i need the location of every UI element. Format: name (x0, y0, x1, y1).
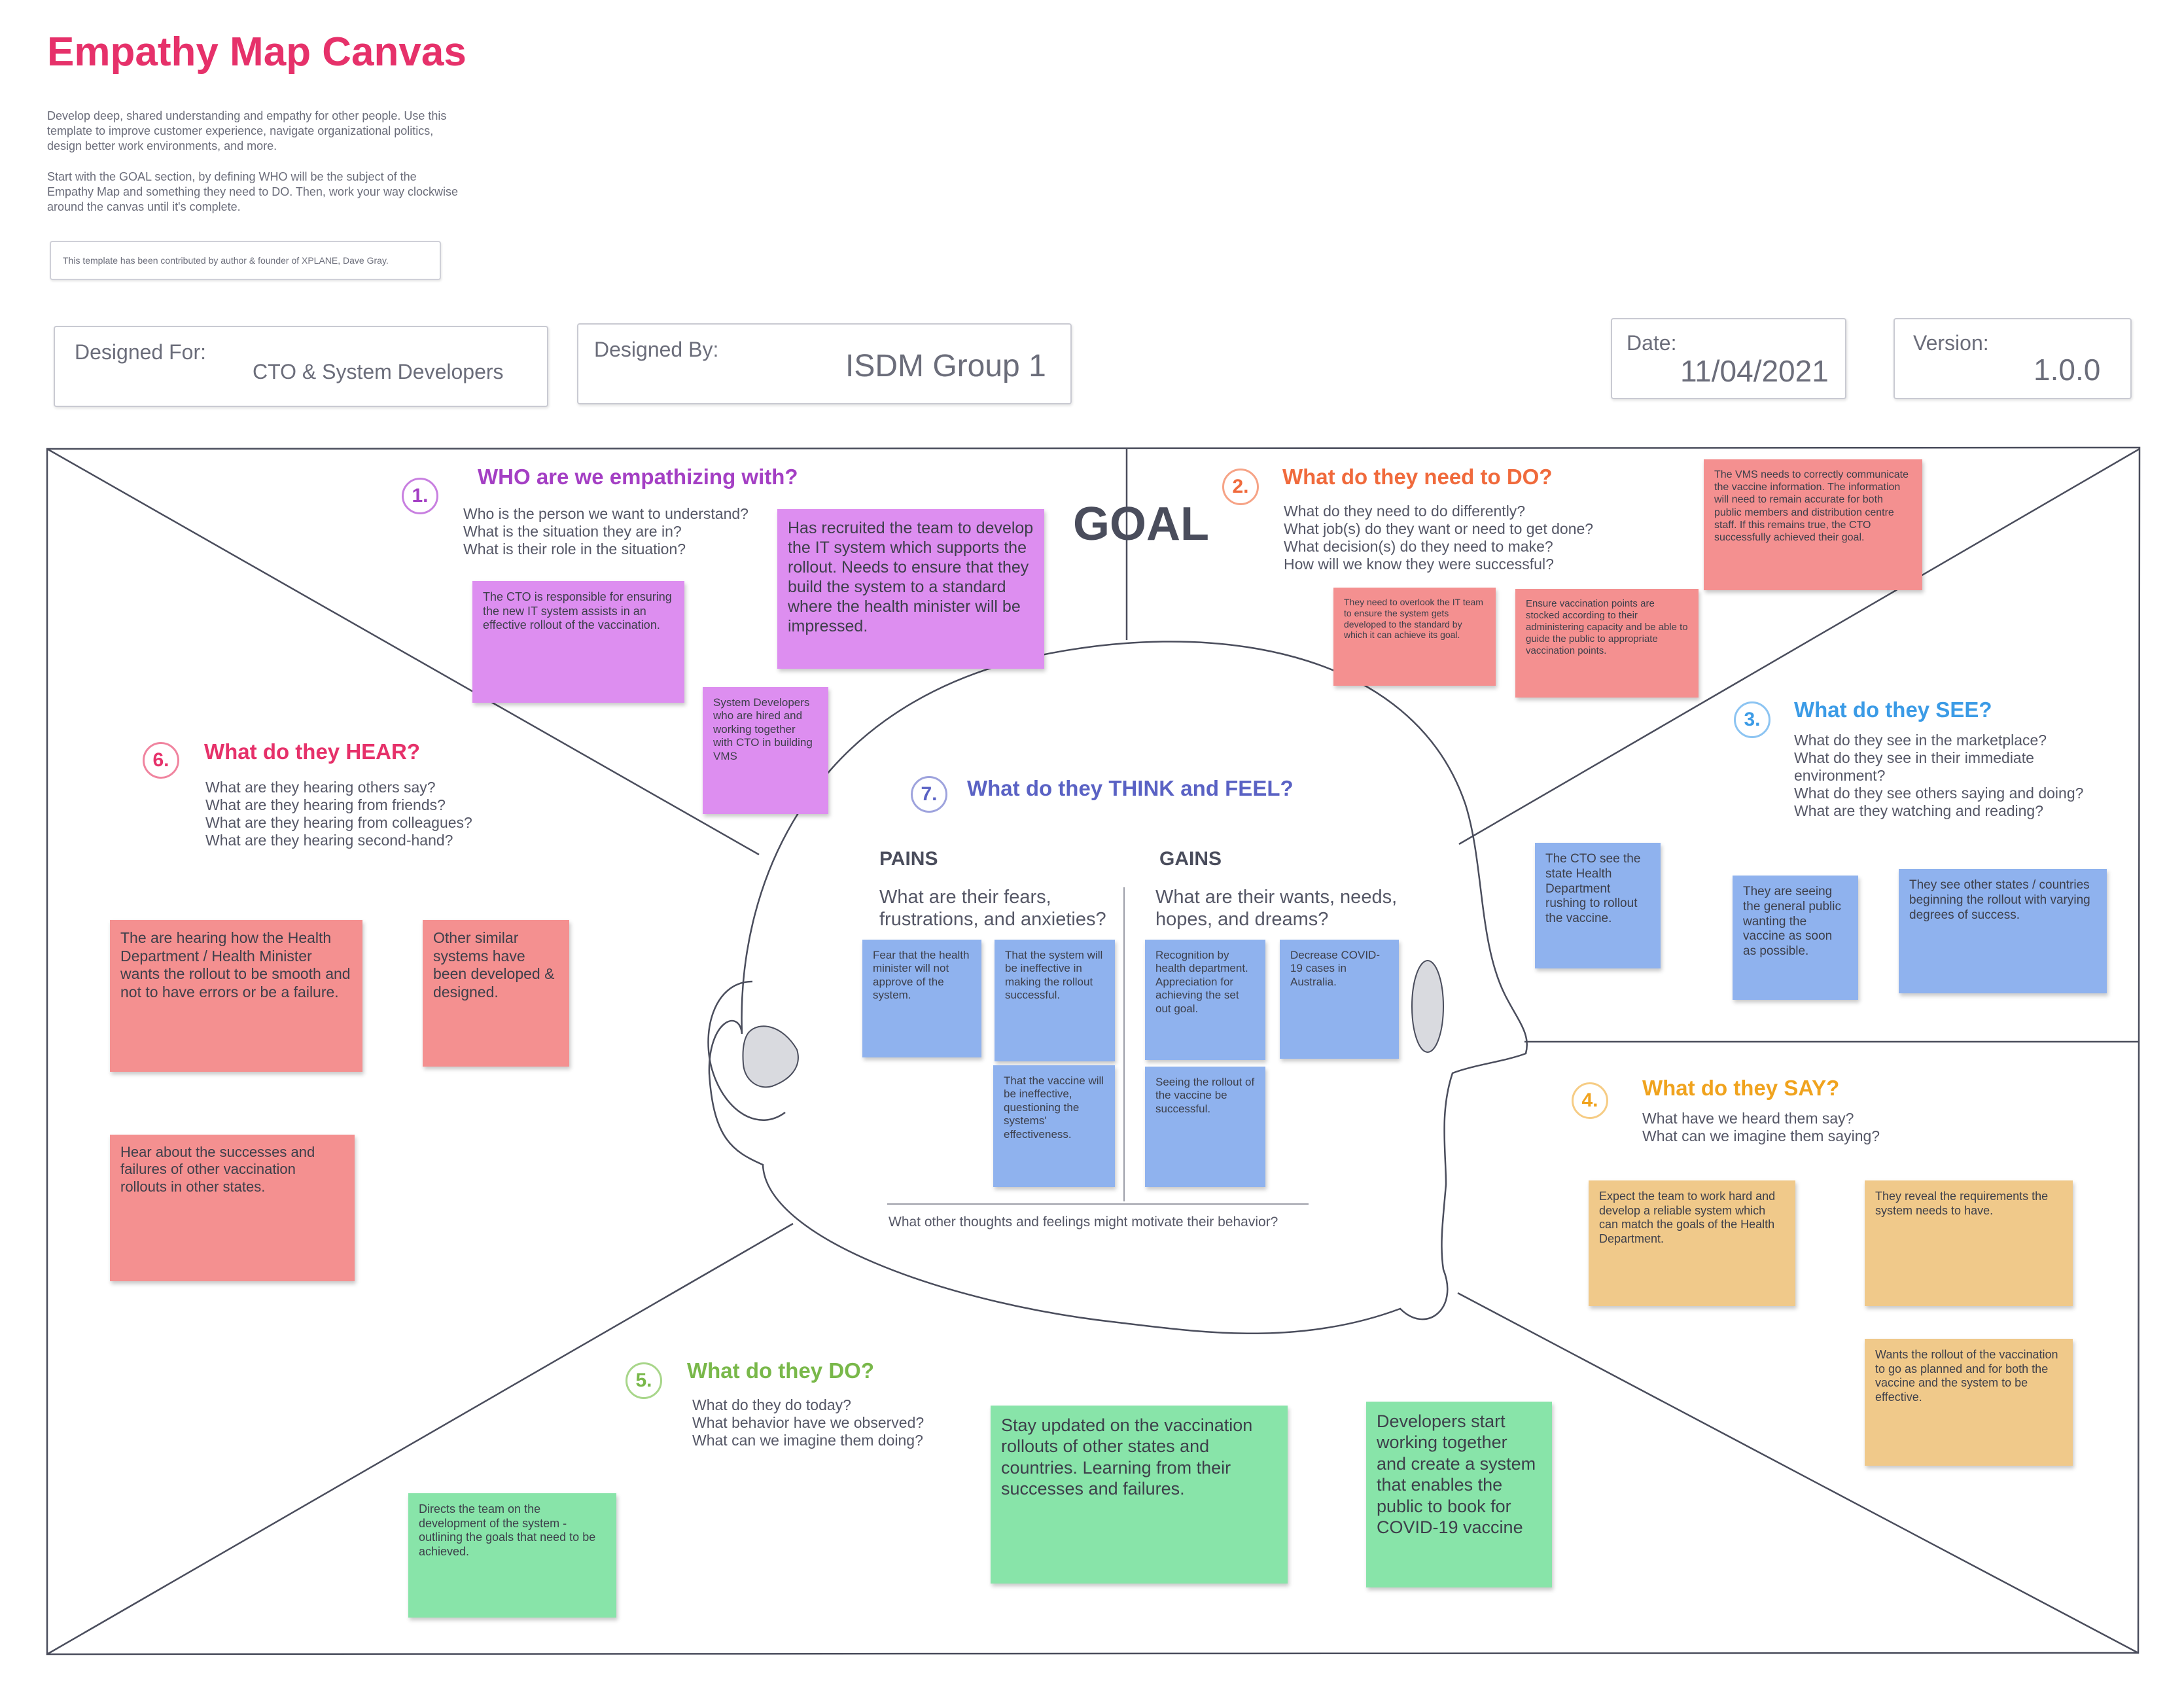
section-number-do: 5. (625, 1362, 662, 1399)
sticky-note-say-1[interactable]: Expect the team to work hard and develop… (1589, 1180, 1795, 1306)
sticky-note-pain-2[interactable]: That the system will be ineffective in m… (995, 940, 1115, 1061)
section-questions-need-to-do: What do they need to do differently? Wha… (1284, 503, 1594, 573)
section-title-think-feel: What do they THINK and FEEL? (967, 776, 1294, 800)
version-field[interactable]: Version: 1.0.0 (1893, 318, 2132, 399)
sticky-note-who-2[interactable]: The CTO is responsible for ensuring the … (472, 581, 684, 703)
divider-bottom-right (1457, 1292, 2139, 1654)
credit-box: This template has been contributed by au… (50, 241, 441, 280)
sticky-note-who-3[interactable]: System Developers who are hired and work… (703, 687, 828, 814)
sticky-note-pain-1[interactable]: Fear that the health minister will not a… (862, 940, 981, 1057)
section-title-hear: What do they HEAR? (204, 739, 420, 764)
designed-by-field[interactable]: Designed By: ISDM Group 1 (577, 323, 1072, 404)
sticky-note-gain-1[interactable]: Recognition by health department. Apprec… (1145, 940, 1265, 1060)
goal-label: GOAL (1073, 498, 1209, 550)
designed-by-label: Designed By: (594, 338, 719, 361)
sticky-note-gain-3[interactable]: Seeing the rollout of the vaccine be suc… (1145, 1067, 1265, 1187)
section-number-see: 3. (1734, 701, 1770, 738)
sticky-note-who-1[interactable]: Has recruited the team to develop the IT… (777, 509, 1044, 669)
section-title-do: What do they DO? (687, 1358, 874, 1383)
date-field[interactable]: Date: 11/04/2021 (1611, 318, 1846, 399)
section-title-who: WHO are we empathizing with? (478, 465, 798, 489)
section-title-see: What do they SEE? (1794, 698, 1992, 722)
intro-text: Develop deep, shared understanding and e… (47, 109, 466, 215)
sticky-note-see-2[interactable]: They are seeing the general public wanti… (1733, 876, 1858, 1000)
intro-paragraph-2: Start with the GOAL section, by defining… (47, 170, 458, 213)
eye-shape (1411, 960, 1444, 1053)
section-number-say: 4. (1572, 1082, 1608, 1119)
section-questions-hear: What are they hearing others say? What a… (205, 779, 472, 849)
sticky-note-hear-1[interactable]: The are hearing how the Health Departmen… (110, 920, 362, 1072)
section-number-hear: 6. (143, 742, 179, 779)
section-number-think-feel: 7. (911, 776, 947, 813)
section-questions-say: What have we heard them say? What can we… (1642, 1110, 1880, 1144)
sticky-note-say-2[interactable]: They reveal the requirements the system … (1865, 1180, 2073, 1306)
sticky-note-see-3[interactable]: They see other states / countries beginn… (1899, 869, 2107, 993)
sticky-note-pain-3[interactable]: That the vaccine will be ineffective, qu… (993, 1065, 1115, 1187)
sticky-note-hear-2[interactable]: Other similar systems have been develope… (423, 920, 569, 1067)
section-number-need-to-do: 2. (1222, 469, 1259, 505)
designed-for-label: Designed For: (75, 340, 206, 364)
sticky-note-see-1[interactable]: The CTO see the state Health Department … (1535, 843, 1661, 968)
divider-top-right (1458, 448, 2140, 845)
divider-top-left (46, 448, 760, 856)
designed-for-value: CTO & System Developers (253, 360, 504, 383)
intro-paragraph-1: Develop deep, shared understanding and e… (47, 109, 447, 152)
section-questions-see: What do they see in the marketplace? Wha… (1794, 732, 2084, 819)
version-value: 1.0.0 (2034, 353, 2101, 387)
section-questions-who: Who is the person we want to understand?… (463, 505, 749, 558)
pains-heading: PAINS (879, 848, 938, 870)
divider-bottom-left (46, 1222, 794, 1656)
date-value: 11/04/2021 (1680, 354, 1829, 388)
sticky-note-need-2[interactable]: They need to overlook the IT team to ens… (1333, 588, 1496, 686)
sticky-note-say-3[interactable]: Wants the rollout of the vaccination to … (1865, 1339, 2073, 1466)
think-footer-question: What other thoughts and feelings might m… (889, 1214, 1278, 1230)
designed-by-value: ISDM Group 1 (845, 349, 1046, 383)
section-questions-do: What do they do today? What behavior hav… (692, 1396, 925, 1449)
pains-question: What are their fears, frustrations, and … (879, 887, 1106, 930)
sticky-note-gain-2[interactable]: Decrease COVID-19 cases in Australia. (1280, 940, 1399, 1059)
section-title-need-to-do: What do they need to DO? (1282, 465, 1553, 489)
section-title-say: What do they SAY? (1642, 1076, 1840, 1100)
sticky-note-need-1[interactable]: The VMS needs to correctly communicate t… (1704, 459, 1922, 590)
sticky-note-do-3[interactable]: Developers start working together and cr… (1366, 1402, 1552, 1587)
head-outline (708, 641, 1528, 1334)
version-label: Version: (1913, 331, 1989, 355)
sticky-note-need-3[interactable]: Ensure vaccination points are stocked ac… (1515, 589, 1699, 698)
sticky-note-hear-3[interactable]: Hear about the successes and failures of… (110, 1135, 355, 1281)
page-title: Empathy Map Canvas (47, 29, 467, 75)
date-label: Date: (1627, 331, 1677, 355)
ear-inner-shape (742, 1025, 799, 1088)
sticky-note-do-2[interactable]: Stay updated on the vaccination rollouts… (991, 1406, 1288, 1584)
sticky-note-do-1[interactable]: Directs the team on the development of t… (408, 1493, 616, 1618)
ear-outline (707, 980, 786, 1121)
section-number-who: 1. (402, 478, 438, 514)
gains-question: What are their wants, needs, hopes, and … (1155, 887, 1398, 930)
designed-for-field[interactable]: Designed For: CTO & System Developers (54, 326, 548, 407)
gains-heading: GAINS (1159, 848, 1222, 870)
